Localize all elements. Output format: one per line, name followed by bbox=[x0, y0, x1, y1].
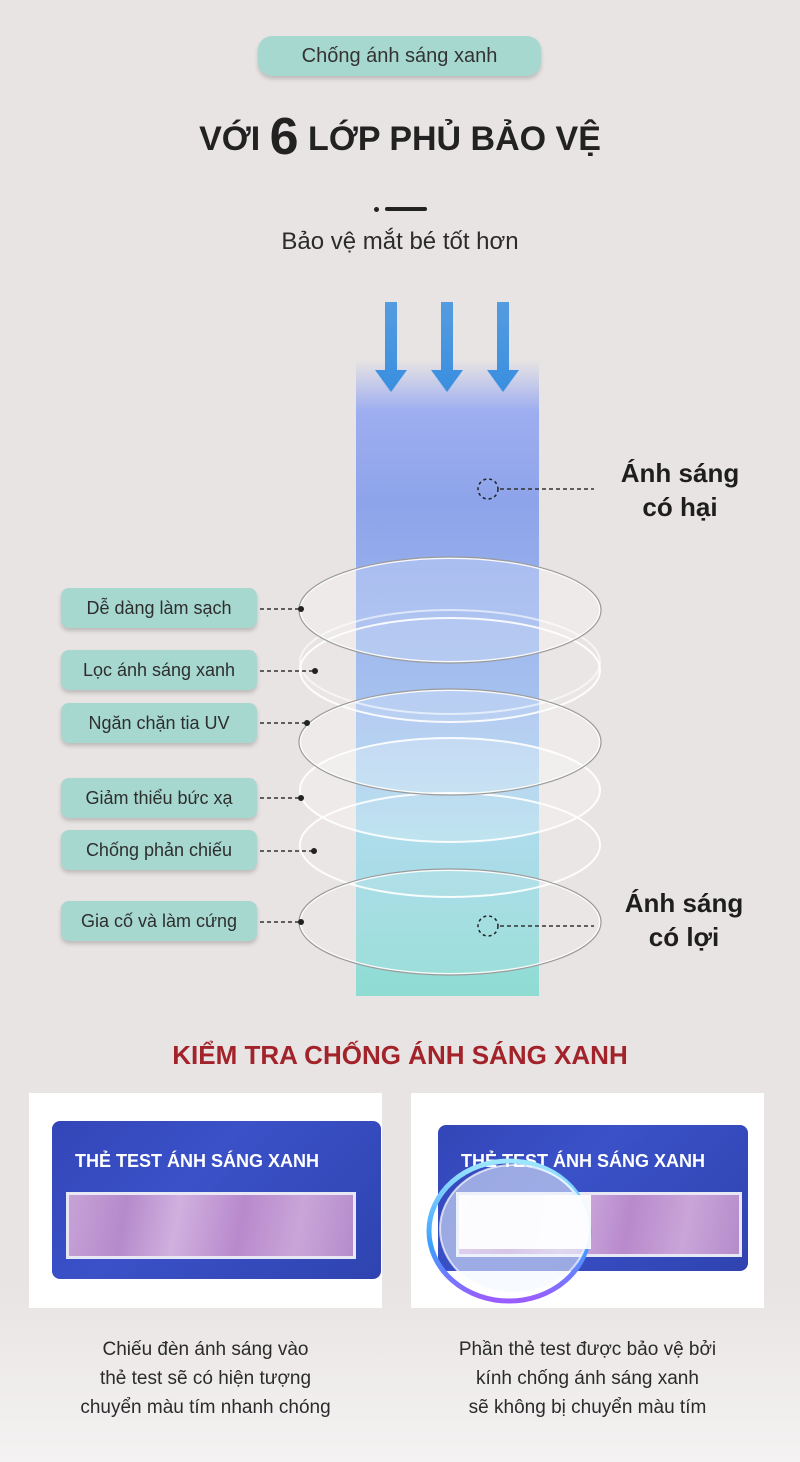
right-caption-line: Phần thẻ test được bảo vệ bởi bbox=[458, 1339, 717, 1360]
lens-layer bbox=[299, 737, 601, 843]
harmful-light-line1: Ánh sáng bbox=[620, 458, 740, 488]
layer-tag-uv-block: Ngăn chặn tia UV bbox=[61, 703, 257, 743]
lens-icon bbox=[426, 1158, 592, 1304]
harmful-light-line2: có hại bbox=[642, 492, 718, 522]
beneficial-light-marker bbox=[477, 915, 499, 937]
right-caption-line: kính chống ánh sáng xanh bbox=[476, 1368, 699, 1389]
headline-suffix: LỚP PHỦ BẢO VỆ bbox=[308, 120, 601, 158]
right-caption-line: sẽ không bị chuyển màu tím bbox=[468, 1397, 707, 1418]
feature-pill-label: Chống ánh sáng xanh bbox=[301, 44, 498, 67]
test-card-title: THẺ TEST ÁNH SÁNG XANH bbox=[75, 1151, 320, 1171]
layer-tag-label: Chống phản chiếu bbox=[85, 839, 233, 860]
harmful-light-marker bbox=[477, 478, 499, 500]
page-headline: VỚI 6 LỚP PHỦ BẢO VỆ bbox=[0, 110, 800, 166]
beneficial-light-line2: có lợi bbox=[648, 922, 720, 952]
left-caption-line: thẻ test sẽ có hiện tượng bbox=[99, 1368, 312, 1389]
test-section-title: KIỂM TRA CHỐNG ÁNH SÁNG XANH bbox=[172, 1040, 628, 1070]
page-subtitle: Bảo vệ mắt bé tốt hơn bbox=[281, 228, 519, 255]
layer-tag-hardening: Gia cố và làm cứng bbox=[61, 901, 257, 941]
layer-tag-anti-reflection: Chống phản chiếu bbox=[61, 830, 257, 870]
feature-pill: Chống ánh sáng xanh bbox=[258, 36, 541, 76]
layer-tag-easy-clean: Dễ dàng làm sạch bbox=[61, 588, 257, 628]
arrow-down-icon bbox=[487, 302, 519, 392]
right-caption: Phần thẻ test được bảo vệ bởi kính chống… bbox=[411, 1335, 764, 1422]
test-strip-purple bbox=[66, 1192, 356, 1259]
layer-diagram bbox=[260, 302, 602, 976]
beneficial-light-line1: Ánh sáng bbox=[624, 888, 744, 918]
light-beam bbox=[356, 360, 539, 996]
headline-prefix: VỚI bbox=[199, 120, 261, 158]
left-caption-line: Chiếu đèn ánh sáng vào bbox=[102, 1339, 309, 1360]
lens-layer bbox=[299, 609, 601, 715]
left-caption-line: chuyển màu tím nhanh chóng bbox=[80, 1397, 331, 1418]
layer-tag-label: Dễ dàng làm sạch bbox=[86, 597, 232, 618]
arrow-down-icon bbox=[431, 302, 463, 392]
divider-dash bbox=[385, 207, 427, 211]
layer-tag-label: Lọc ánh sáng xanh bbox=[82, 659, 236, 680]
beneficial-light-label: Ánh sáng có lợi bbox=[604, 886, 764, 954]
layer-tag-blue-light-filter: Lọc ánh sáng xanh bbox=[61, 650, 257, 690]
left-caption: Chiếu đèn ánh sáng vào thẻ test sẽ có hi… bbox=[29, 1335, 382, 1422]
harmful-light-label: Ánh sáng có hại bbox=[600, 456, 760, 524]
divider-dot bbox=[374, 207, 379, 212]
layer-tag-label: Giảm thiểu bức xạ bbox=[85, 787, 233, 808]
layer-tag-radiation-reduce: Giảm thiểu bức xạ bbox=[61, 778, 257, 818]
test-card: THẺ TEST ÁNH SÁNG XANH bbox=[52, 1121, 381, 1279]
layer-tag-label: Gia cố và làm cứng bbox=[80, 910, 238, 931]
headline-number: 6 bbox=[269, 108, 299, 166]
test-panel-right: THẺ TEST ÁNH SÁNG XANH bbox=[411, 1093, 764, 1308]
test-panel-left: THẺ TEST ÁNH SÁNG XANH bbox=[29, 1093, 382, 1308]
lens-layer bbox=[299, 869, 601, 975]
arrow-down-icon bbox=[375, 302, 407, 392]
lens-layer bbox=[299, 792, 601, 898]
layer-tag-label: Ngăn chặn tia UV bbox=[88, 712, 230, 733]
